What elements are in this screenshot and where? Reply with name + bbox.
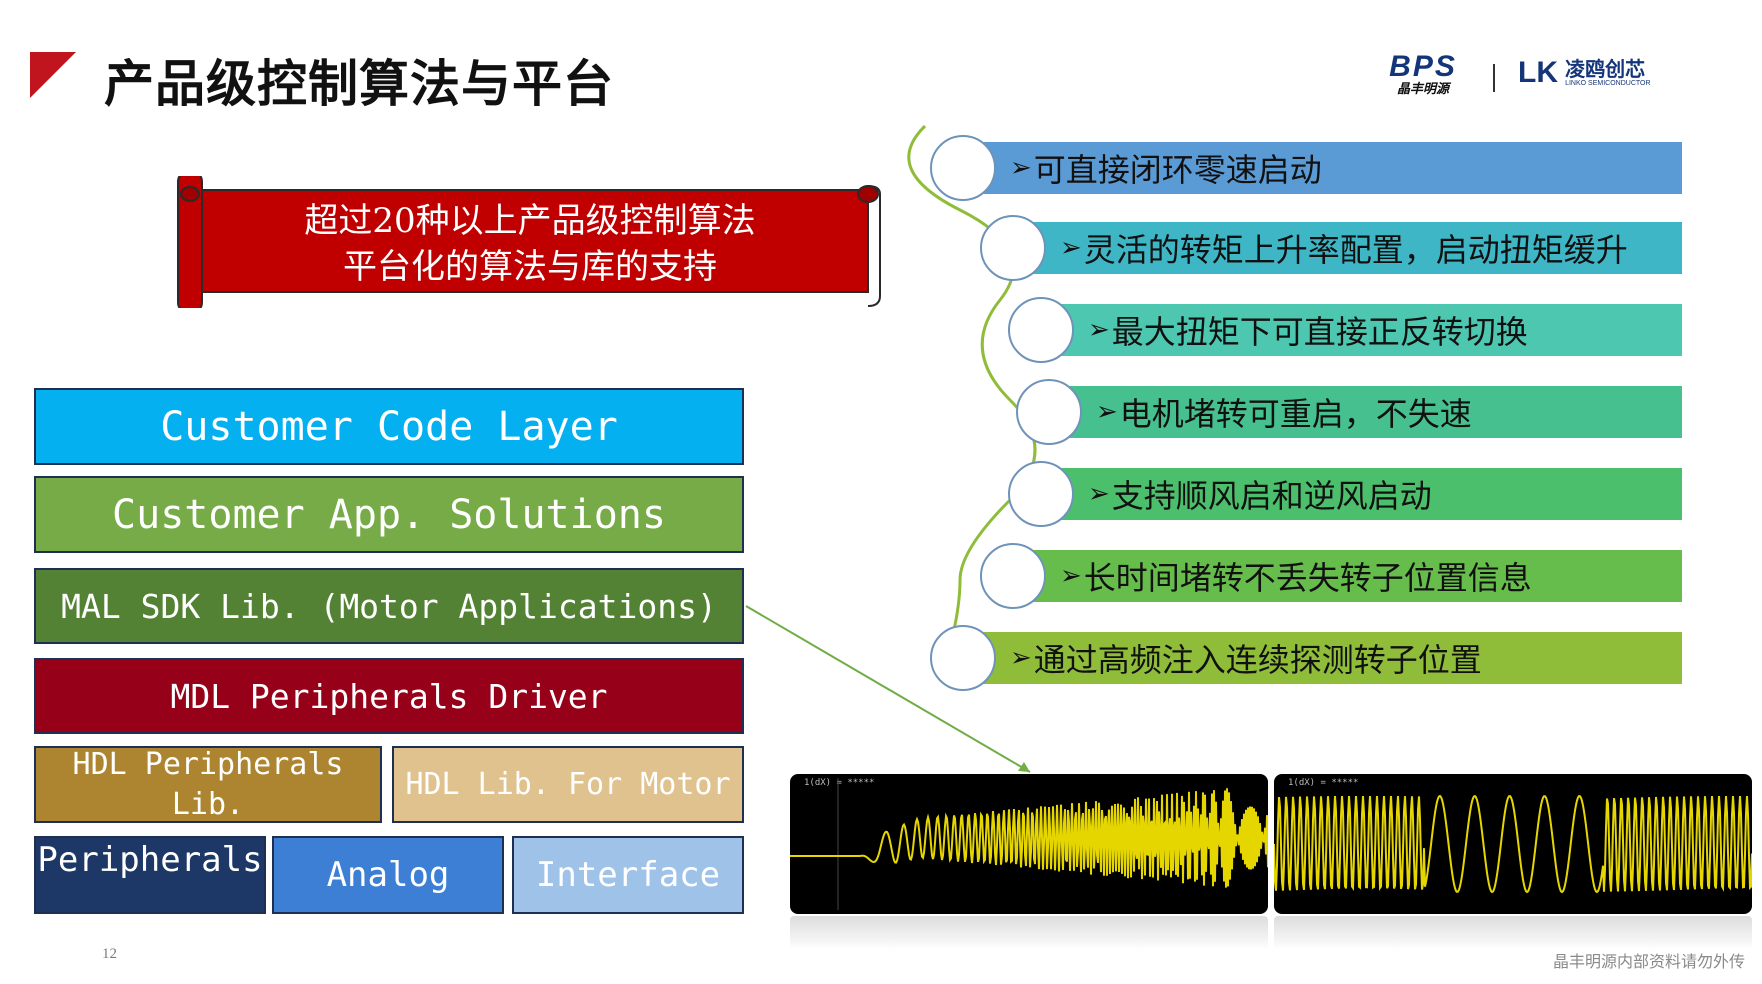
feature-item: ➢通过高频注入连续探测转子位置 <box>968 632 1682 684</box>
banner-text: 超过20种以上产品级控制算法 平台化的算法与库的支持 <box>190 198 870 290</box>
layer-peripherals: Peripherals <box>34 836 266 914</box>
feature-item: ➢可直接闭环零速启动 <box>968 142 1682 194</box>
feature-text: 可直接闭环零速启动 <box>1033 151 1322 189</box>
feature-item: ➢灵活的转矩上升率配置，启动扭矩缓升 <box>1018 222 1682 274</box>
confidential-footer: 晶丰明源内部资料请勿外传 <box>1553 952 1746 971</box>
page-title: 产品级控制算法与平台 <box>104 55 614 113</box>
banner-line-2: 平台化的算法与库的支持 <box>343 247 717 287</box>
layer-analog: Analog <box>272 836 504 914</box>
layer-mdl-driver: MDL Peripherals Driver <box>34 658 744 734</box>
feature-item: ➢最大扭矩下可直接正反转切换 <box>1046 304 1682 356</box>
feature-bullet-circle <box>980 215 1046 281</box>
linko-logo: LK 凌鸥创芯 LINKO SEMICONDUCTOR <box>1518 56 1651 90</box>
logo-divider <box>1493 64 1495 92</box>
feature-item: ➢长时间堵转不丢失转子位置信息 <box>1018 550 1682 602</box>
feature-text: 支持顺风启和逆风启动 <box>1111 477 1432 515</box>
feature-bullet-circle <box>1008 461 1074 527</box>
linko-logo-mark: LK <box>1518 56 1558 89</box>
linko-logo-cn: 凌鸥创芯 <box>1565 57 1646 81</box>
feature-item: ➢支持顺风启和逆风启动 <box>1046 468 1682 520</box>
feature-arrow-icon: ➢ <box>1010 153 1032 183</box>
bps-logo: BPS 晶丰明源 <box>1373 52 1473 98</box>
scope-left-label: 1(dX) = ***** <box>804 778 875 788</box>
feature-bullet-circle <box>1016 379 1082 445</box>
feature-bullet-circle <box>930 625 996 691</box>
scope-right-reflection <box>1274 916 1752 950</box>
feature-arrow-icon: ➢ <box>1088 479 1110 509</box>
scope-left-reflection <box>790 916 1268 950</box>
oscilloscope-right: 1(dX) = ***** <box>1274 774 1752 914</box>
layer-customer-app: Customer App. Solutions <box>34 476 744 553</box>
linko-logo-en: LINKO SEMICONDUCTOR <box>1565 80 1651 87</box>
feature-bullet-circle <box>930 135 996 201</box>
feature-item: ➢电机堵转可重启，不失速 <box>1054 386 1682 438</box>
bps-logo-cn: 晶丰明源 <box>1396 82 1449 97</box>
feature-text: 长时间堵转不丢失转子位置信息 <box>1083 559 1532 597</box>
oscilloscope-left: 1(dX) = ***** <box>790 774 1268 914</box>
feature-arrow-icon: ➢ <box>1060 233 1082 263</box>
feature-arrow-icon: ➢ <box>1060 561 1082 591</box>
feature-text: 通过高频注入连续探测转子位置 <box>1033 641 1482 679</box>
feature-arrow-icon: ➢ <box>1096 397 1118 427</box>
feature-arrow-icon: ➢ <box>1088 315 1110 345</box>
page-number: 12 <box>102 946 117 962</box>
title-accent-mark <box>30 52 76 98</box>
layer-hdl-motor: HDL Lib. For Motor <box>392 746 744 823</box>
layer-interface: Interface <box>512 836 744 914</box>
feature-text: 灵活的转矩上升率配置，启动扭矩缓升 <box>1083 231 1628 269</box>
layer-customer-code: Customer Code Layer <box>34 388 744 465</box>
layer-hdl-peripherals: HDL Peripherals Lib. <box>34 746 382 823</box>
banner-line-1: 超过20种以上产品级控制算法 <box>304 201 756 241</box>
feature-bullet-circle <box>980 543 1046 609</box>
feature-text: 最大扭矩下可直接正反转切换 <box>1111 313 1528 351</box>
banner-scroll <box>177 176 881 308</box>
feature-arrow-icon: ➢ <box>1010 643 1032 673</box>
layer-mal-sdk: MAL SDK Lib. (Motor Applications) <box>34 568 744 644</box>
feature-bullet-circle <box>1008 297 1074 363</box>
scope-right-label: 1(dX) = ***** <box>1288 778 1359 788</box>
bps-logo-text: BPS <box>1389 50 1457 83</box>
feature-text: 电机堵转可重启，不失速 <box>1119 395 1472 433</box>
